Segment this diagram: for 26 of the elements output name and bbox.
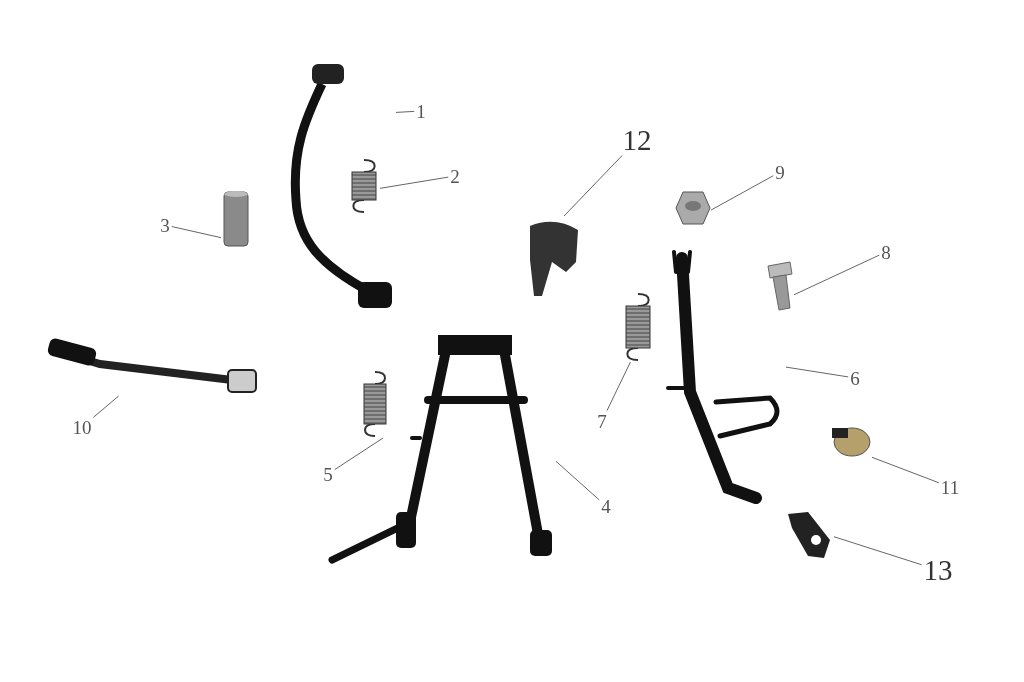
callout-number: 7 <box>597 411 607 431</box>
callout-number: 4 <box>601 496 611 516</box>
leader-line <box>710 175 774 211</box>
callout-number: 3 <box>160 215 170 235</box>
leader-line <box>833 536 922 566</box>
leader-line <box>171 226 222 239</box>
callout-number: 9 <box>775 162 785 182</box>
callout-number: 12 <box>622 125 652 155</box>
leader-line <box>563 155 623 217</box>
callout-number: 1 <box>416 101 426 121</box>
leader-line <box>334 437 384 471</box>
callout-number: 11 <box>940 477 960 497</box>
leader-line <box>555 460 600 501</box>
leader-line <box>606 361 631 411</box>
leader-line <box>871 456 940 484</box>
leader-line <box>395 110 415 113</box>
leader-line <box>379 176 449 189</box>
callout-number: 6 <box>850 368 860 388</box>
callout-number: 10 <box>72 417 92 437</box>
callout-number: 8 <box>881 242 891 262</box>
leader-line <box>785 366 849 378</box>
leader-line <box>793 254 880 296</box>
callout-number: 5 <box>323 464 333 484</box>
callout-number: 2 <box>450 166 460 186</box>
callout-number: 13 <box>923 555 953 585</box>
leader-line <box>93 395 120 418</box>
